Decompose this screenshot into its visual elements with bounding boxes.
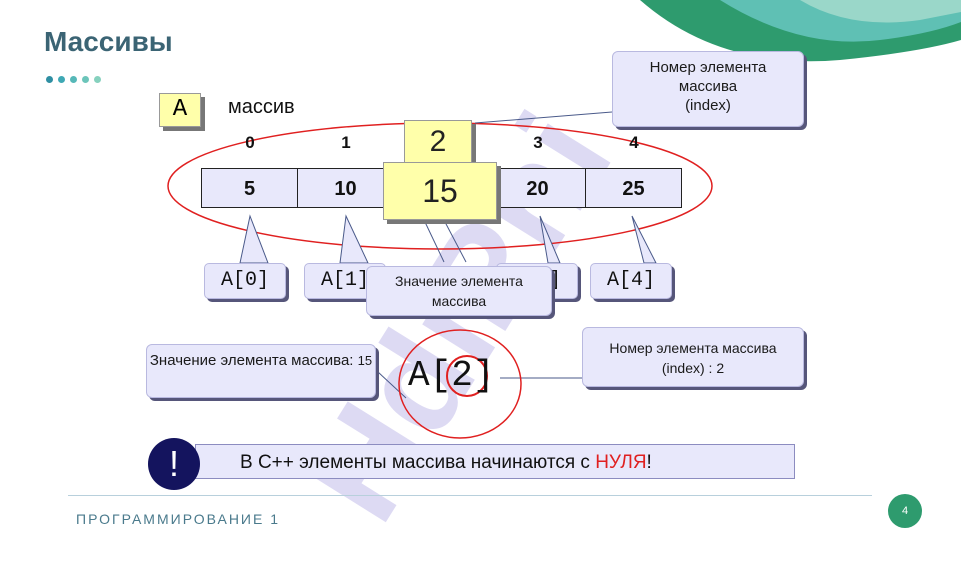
access-open-bracket: [ — [429, 355, 452, 396]
access-array: A — [408, 355, 430, 396]
exclamation-icon: ! — [148, 438, 200, 490]
corner-wave-decoration — [640, 0, 961, 62]
highlighted-value: 15 — [383, 162, 497, 220]
array-caption: массив — [228, 96, 295, 118]
value-example-number: 15 — [357, 353, 373, 368]
array-cell: 5 — [201, 168, 298, 208]
footer-text: ПРОГРАММИРОВАНИЕ 1 — [76, 511, 281, 527]
slide-title: Массивы — [44, 26, 173, 57]
note-text: В С++ элементы массива начинаются с — [240, 452, 596, 473]
array-cell: 25 — [585, 168, 682, 208]
callout-connectors — [239, 111, 657, 399]
page-number-badge: 4 — [888, 494, 922, 528]
index-callout: Номер элемента массива (index) — [612, 51, 804, 127]
value-example-callout: Значение элемента массива: 15 — [146, 344, 376, 398]
access-ellipse — [398, 329, 522, 439]
access-close-bracket: ] — [472, 355, 495, 396]
note-highlight: НУЛЯ — [595, 452, 647, 473]
access-index: 2 — [451, 355, 473, 396]
highlighted-index: 2 — [404, 120, 472, 164]
access-expression: A[2] — [408, 354, 494, 398]
note-bar: В С++ элементы массива начинаются с НУЛЯ… — [195, 444, 795, 479]
value-callout: Значение элемента массива — [366, 266, 552, 316]
element-label: A[4] — [590, 263, 672, 299]
array-index: 4 — [629, 133, 639, 152]
array-index: 3 — [533, 133, 543, 152]
index-example-callout: Номер элемента массива (index) : 2 — [582, 327, 804, 387]
title-dots-decoration — [46, 76, 101, 83]
array-name-box: A — [159, 93, 201, 127]
array-index: 1 — [341, 133, 351, 152]
element-label: A[0] — [204, 263, 286, 299]
index-callout-title: Номер элемента массива — [649, 59, 767, 95]
value-example-text: Значение элемента массива: — [149, 352, 354, 369]
index-callout-sub: (index) — [685, 97, 731, 114]
array-index: 0 — [245, 133, 255, 152]
footer-divider — [68, 495, 872, 496]
note-end: ! — [646, 452, 652, 473]
